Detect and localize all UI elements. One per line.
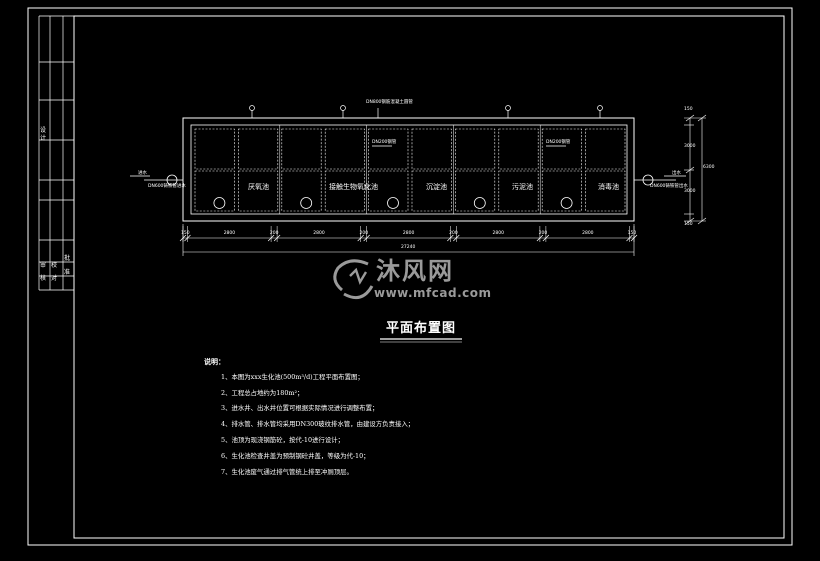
compartment-label: 接触生物氧化池 — [329, 183, 378, 191]
bottom-dim-label: 200 — [269, 231, 279, 236]
tank-cell — [281, 170, 322, 212]
callout-label: DN800钢筋混凝土圆管 — [366, 100, 413, 105]
title-block-label: 设 — [40, 127, 47, 134]
inlet-note: DN600铸铁管进水 — [148, 184, 186, 189]
watermark-url: www.mfcad.com — [374, 286, 492, 300]
left-title-strip — [38, 15, 74, 291]
title-block-label: 核 — [40, 275, 47, 282]
compartment-label: 厌氧池 — [248, 183, 269, 191]
title-block-label: 对 — [51, 275, 58, 282]
title-block-label: 审 — [40, 262, 47, 269]
compartment-label: 消毒池 — [598, 183, 619, 191]
manhole-circle — [560, 197, 573, 209]
bottom-dim-label: 2800 — [492, 231, 504, 236]
tank-cell — [585, 170, 626, 212]
note-item: 2、工程总占地约为180m²； — [221, 389, 304, 397]
note-item: 3、进水井、出水井位置可根据实际情况进行调整布置； — [221, 404, 379, 412]
tank-cell — [194, 170, 235, 212]
tank-cell — [368, 128, 409, 170]
tank-outer-wall — [182, 117, 635, 222]
compartment-label: 污泥池 — [512, 183, 533, 191]
page-title: 平面布置图 — [386, 321, 457, 336]
right-total-label: 6300 — [703, 165, 715, 170]
total-length-label: 27240 — [401, 245, 416, 250]
bottom-dim-label: 2800 — [313, 231, 325, 236]
inlet-tag: 进水 — [138, 171, 147, 176]
title-block-label: 计 — [40, 135, 47, 142]
tank-cell — [324, 128, 365, 170]
manhole-circle — [213, 197, 226, 209]
tank-cell — [585, 128, 626, 170]
tank-cell — [541, 128, 582, 170]
title-block-label: 准 — [64, 269, 71, 276]
bottom-dim-label: 200 — [538, 231, 548, 236]
note-item: 7、生化池废气通过排气管统上排至冲厕顶层。 — [221, 468, 353, 476]
outlet-tag: 出水 — [672, 171, 681, 176]
manhole-circle — [387, 197, 399, 209]
bottom-dim-label: 150 — [627, 231, 637, 236]
tank-cell — [411, 170, 452, 212]
tank-inner-wall — [190, 124, 628, 215]
callout-label: DN200钢管 — [546, 140, 571, 145]
tank-cell — [238, 128, 279, 170]
watermark-logo-icon — [333, 259, 374, 300]
tank-cell — [194, 128, 235, 170]
tank-cell — [498, 170, 539, 212]
sheet-inner-border — [73, 15, 785, 539]
compartment-label: 沉淀池 — [426, 183, 447, 191]
tank-cell — [411, 128, 452, 170]
tank-cell — [455, 170, 496, 212]
outlet-pipe — [634, 174, 686, 186]
right-dim-label: 3000 — [684, 144, 696, 149]
tank-cells — [194, 125, 626, 214]
inlet-pipe — [130, 174, 183, 186]
manhole-circle — [300, 197, 313, 209]
right-dim-label: 3000 — [684, 189, 696, 194]
bottom-dim-label: 2800 — [402, 231, 415, 236]
note-item: 4、排水管、排水管均采用DN300玻纹排水管，由建设方负责接入； — [221, 420, 415, 428]
bottom-dim-label: 200 — [449, 231, 458, 236]
note-item: 1、本图为xxx生化池(500m³/d)工程平面布置图； — [221, 373, 364, 381]
tank-cell — [238, 170, 279, 212]
tank-cell — [281, 128, 322, 170]
tank-cell — [455, 128, 496, 170]
outlet-note: DN600铸铁管出水 — [650, 184, 688, 189]
bottom-dimension-chain — [182, 224, 635, 256]
note-item: 6、生化池检查井盖为预制钢砼井盖，等级为代-10； — [221, 452, 370, 460]
note-item: 5、池顶为现浇钢筋砼，按代-10进行设计； — [221, 436, 344, 444]
bottom-dim-label: 200 — [359, 231, 369, 236]
right-dim-label: 150 — [684, 222, 693, 227]
sheet-outer-frame — [27, 7, 793, 546]
top-callouts — [249, 105, 603, 147]
bottom-dim-label: 2800 — [223, 231, 236, 236]
notes-heading: 说明： — [204, 357, 225, 366]
title-block-label: 批 — [64, 255, 71, 262]
callout-label: DN200钢管 — [372, 140, 397, 145]
watermark-text: 沐风网 — [376, 257, 454, 285]
tank-cell — [368, 170, 409, 212]
tank-cell — [498, 128, 539, 170]
tank-cell — [541, 170, 582, 212]
title-underline — [380, 338, 462, 343]
right-dim-label: 150 — [684, 107, 693, 112]
bottom-dim-label: 150 — [181, 231, 190, 236]
tank-cell — [324, 170, 365, 212]
manhole-circle — [473, 197, 486, 209]
title-block-label: 校 — [51, 262, 58, 269]
right-dimension-chain — [684, 114, 707, 225]
bottom-dimension-ticks — [179, 226, 638, 242]
bottom-dim-label: 2800 — [582, 231, 594, 236]
